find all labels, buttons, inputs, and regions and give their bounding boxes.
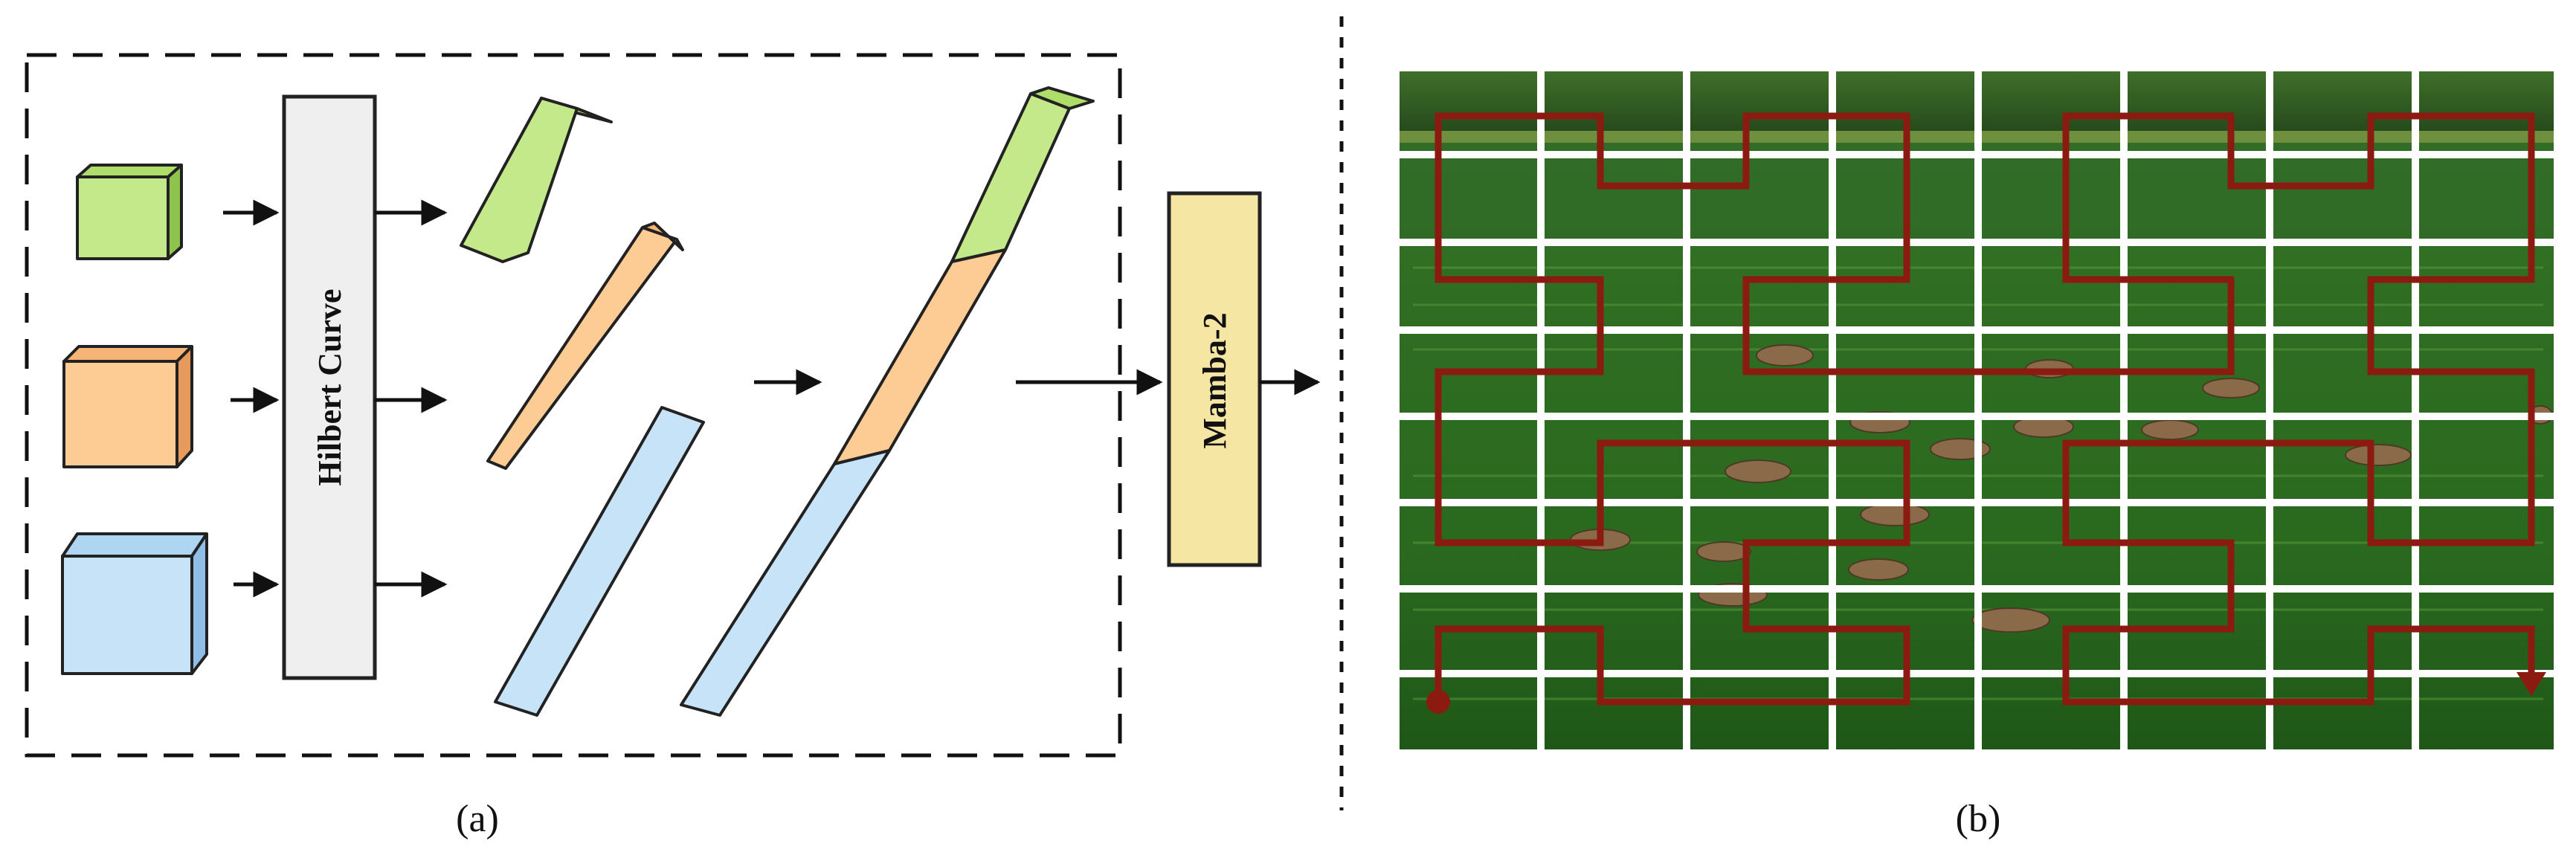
orange-cube	[62, 345, 193, 468]
mamba-2-box	[1167, 191, 1262, 567]
ducks	[1570, 344, 2553, 633]
green-cube	[76, 164, 183, 260]
path-start-dot	[1426, 690, 1450, 714]
panel-b: (b)	[1400, 71, 2554, 840]
patch-grid	[1400, 71, 2554, 749]
path-end-arrow	[2517, 672, 2546, 696]
hilbert-scan-path	[1434, 112, 2535, 706]
concat-segment-green	[950, 92, 1071, 263]
arrows-to-bars	[375, 199, 448, 598]
caption-b: (b)	[1956, 798, 2001, 840]
concatenated-bar	[680, 86, 1095, 717]
panel-a: Hilbert Curve	[25, 53, 1321, 840]
hilbert-curve-label: Hilbert Curve	[312, 288, 348, 485]
concat-top	[1029, 86, 1095, 110]
concat-segment-orange	[833, 248, 1007, 465]
dashed-frame	[25, 53, 1122, 758]
concat-segment-blue	[680, 449, 891, 717]
green-bar	[460, 97, 613, 263]
orange-bar	[486, 222, 684, 470]
caption-a: (a)	[456, 798, 499, 840]
blue-cube	[61, 532, 208, 675]
hilbert-curve-box	[282, 94, 377, 680]
blue-bar	[494, 406, 705, 717]
arrows-to-hilbert	[223, 199, 280, 598]
mamba-2-label: Mamba-2	[1197, 312, 1233, 448]
